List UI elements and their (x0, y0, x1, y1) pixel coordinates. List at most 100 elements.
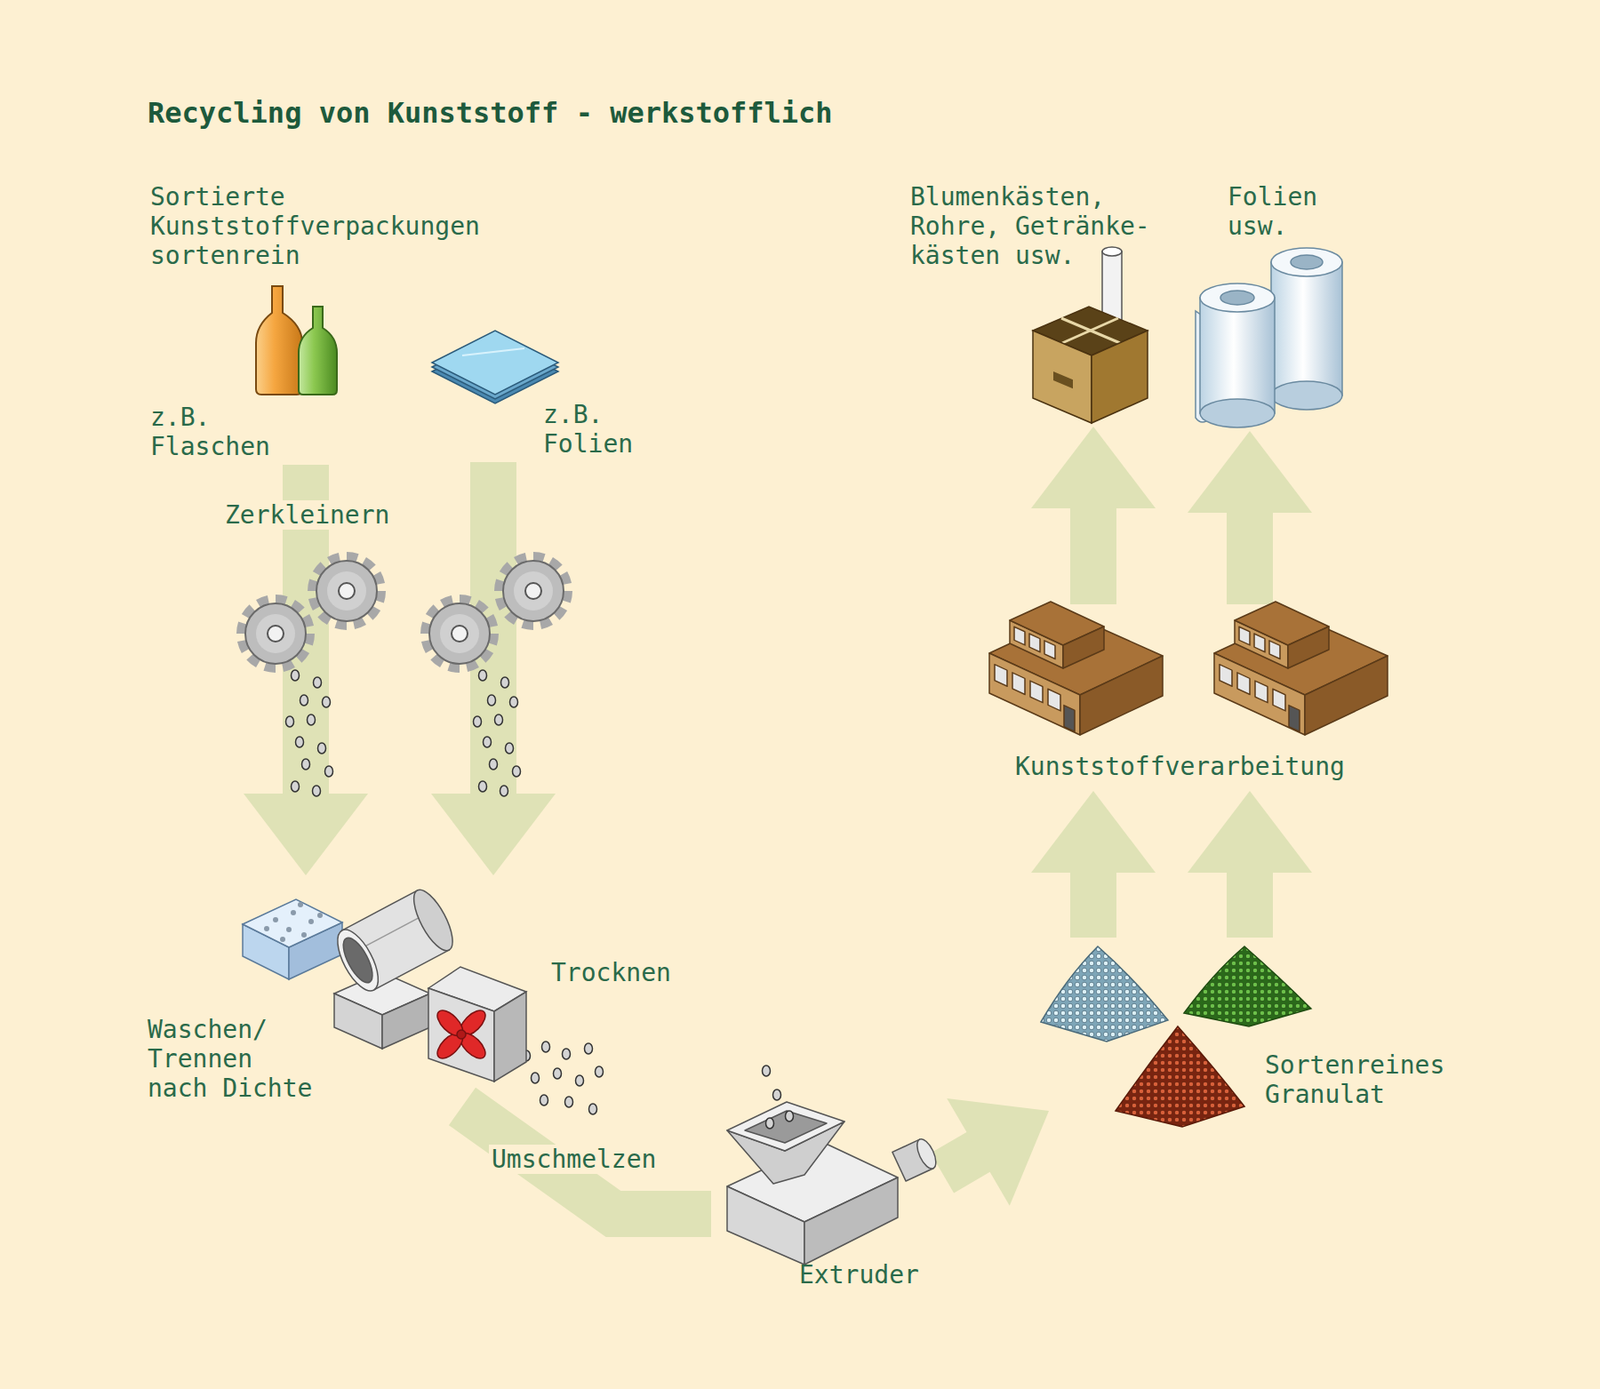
stage-label: Folien usw. (1227, 182, 1330, 241)
arrow-head (1031, 426, 1156, 509)
arrow-head (1187, 431, 1312, 513)
washing-tank-part-part (272, 917, 279, 923)
shredder-gears-part (312, 557, 381, 625)
extruder-machine-part (744, 1111, 827, 1144)
arrow-shaft (1070, 870, 1117, 938)
arrow-head (1031, 791, 1156, 873)
granulate-piles-part (1184, 946, 1312, 1027)
flow-arrow (1187, 431, 1312, 605)
arrow-shaft (942, 1151, 981, 1174)
crate-and-pipe-part (1032, 330, 1092, 424)
granulate-piles-part (1115, 1026, 1245, 1128)
separator-drum-part-part (329, 923, 387, 997)
foil-stack-icon-part (432, 330, 559, 395)
washing-tank-part-part (264, 926, 270, 932)
arrow-head (431, 793, 556, 876)
extruder-machine-part (727, 1102, 845, 1152)
step-label: Umschmelzen (488, 1144, 659, 1175)
washing-tank-part-part (297, 902, 304, 908)
falling-flakes-part (473, 670, 521, 797)
dryer-fan (428, 967, 527, 1082)
process-stage: Extruder (711, 1091, 943, 1294)
washing-tank (242, 899, 343, 980)
extruder-machine-part (804, 1177, 898, 1265)
process-stage: Waschen/ Trennen nach Dichte Trocknen (142, 875, 694, 1107)
flow-arrow (462, 1106, 712, 1215)
stage-label: z.B. Flaschen (150, 402, 293, 462)
foil-rolls-part (1200, 297, 1275, 414)
step-label: Zerkleinern (222, 500, 392, 530)
bottle-icon (256, 286, 337, 395)
foil-rolls-part (1290, 255, 1323, 270)
factory-buildings-part (989, 601, 1163, 736)
shredder-gears-part (499, 557, 568, 625)
arrow-head (946, 1098, 1049, 1207)
crate-and-pipe-part (1053, 371, 1073, 389)
flow-arrow (1187, 791, 1312, 938)
separator-drum-part-part (406, 884, 460, 956)
crate-and-pipe-part (1102, 247, 1122, 256)
process-stage: z.B. Flaschen (146, 280, 356, 465)
arrow-shaft (462, 1106, 712, 1215)
crate-and-pipe-part (1061, 318, 1120, 344)
dryer-fan-part-part (456, 1030, 466, 1040)
extruder-machine-part (727, 1186, 805, 1265)
separator-drum-part-part (337, 934, 379, 988)
diagram-title: Recycling von Kunststoff - werkstofflich (147, 96, 833, 130)
stage-label: Sortenreines Granulat (1264, 1050, 1456, 1110)
stage-label: Waschen/ Trennen nach Dichte (147, 1015, 321, 1104)
arrow-head (1187, 791, 1312, 873)
washing-tank-part-part (290, 910, 296, 916)
washing-tank-part-part (301, 932, 307, 938)
washing-tank-part-part (280, 936, 286, 943)
dryer-fan-part (428, 988, 495, 1082)
shredder-gears-part (425, 600, 494, 668)
washing-tank-part-part (286, 927, 292, 933)
extruder-machine-part (762, 1065, 771, 1077)
process-stage: z.B. Folien (426, 320, 645, 463)
process-stage: Kunststoffverarbeitung (982, 604, 1396, 792)
foil-rolls-part (1200, 399, 1275, 428)
stage-label: z.B. Folien (543, 400, 641, 459)
foil-rolls (1195, 248, 1343, 428)
dryer-fan-part (494, 992, 527, 1082)
falling-flakes-part (286, 670, 334, 797)
separator-drum-part (334, 993, 383, 1049)
washing-tank-part (242, 899, 343, 948)
arrow-head (243, 793, 368, 876)
separator-drum-part-part (360, 915, 424, 950)
extruder-machine-part (766, 1118, 775, 1129)
foil-stack-icon (432, 330, 559, 404)
extruder-machine (727, 1065, 940, 1265)
shredder-gears (241, 557, 568, 668)
foil-rolls-part (1271, 248, 1343, 277)
stage-label: Kunststoffverarbeitung (1015, 752, 1362, 782)
process-stage: Blumenkästen, Rohre, Getränke- kästen us… (906, 177, 1169, 427)
granulate-piles-part (1040, 946, 1168, 1042)
extruder-machine-part-part (912, 1136, 940, 1172)
foil-rolls-part (1271, 381, 1343, 410)
separator-drum-part (382, 993, 431, 1049)
stage-label: Extruder (799, 1260, 933, 1290)
dryer-fan-part-part (432, 1006, 467, 1040)
arrow-shaft (1226, 870, 1273, 938)
process-stage: Folien usw. (1186, 177, 1352, 432)
crate-and-pipe-part (1062, 318, 1119, 344)
falling-flakes-part (522, 1041, 604, 1115)
stage-label: Blumenkästen, Rohre, Getränke- kästen us… (910, 182, 1164, 271)
washing-tank-part-part (308, 919, 314, 925)
washing-tank-part-part (317, 912, 323, 919)
washing-tank-part (264, 902, 323, 943)
shredder-gears-part (241, 600, 310, 668)
foil-rolls-part (1200, 283, 1275, 312)
crate-and-pipe (1032, 247, 1148, 424)
foil-rolls-part (1271, 262, 1343, 396)
crate-and-pipe-part (1091, 330, 1148, 424)
arrow-shaft (1226, 510, 1273, 605)
annotation-label: Sortierte Kunststoffverpackungen sortenr… (150, 182, 524, 271)
extruder-machine-part (785, 1111, 794, 1122)
factory-buildings-part (1214, 601, 1388, 736)
falling-flakes (286, 670, 604, 1115)
stage-label: Trocknen (551, 958, 685, 988)
